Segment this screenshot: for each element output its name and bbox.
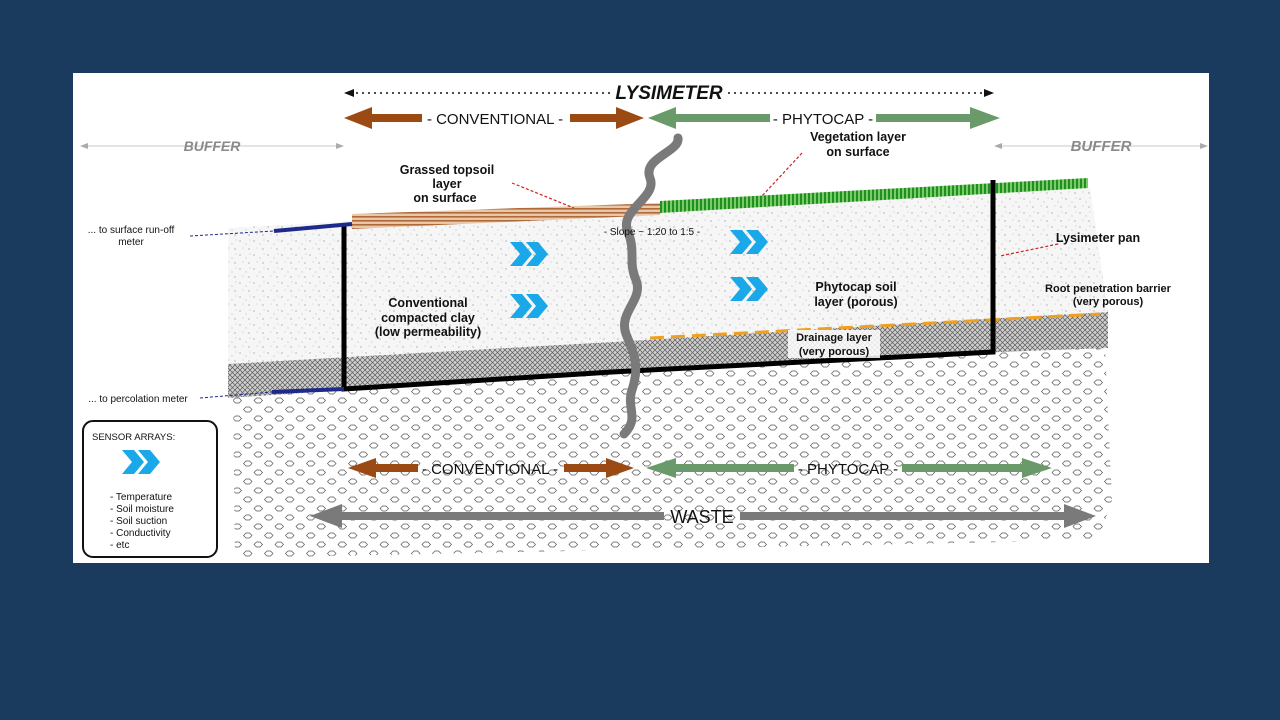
phyto-bottom-left-shaft — [672, 464, 794, 472]
lysimeter-pan — [341, 180, 996, 392]
conv-top-left-head — [344, 107, 372, 129]
conv-bottom-right-head — [606, 458, 634, 478]
conv-top-left-shaft — [368, 114, 422, 122]
phyto-top-left-head — [648, 107, 676, 129]
conventional-bottom-label: - CONVENTIONAL - — [422, 461, 558, 478]
buffer-right-arrowhead-a — [994, 143, 1002, 149]
sensor-legend-item: - Temperature — [110, 492, 173, 503]
sensor-legend-item: - etc — [110, 540, 129, 551]
drainage-label-2: (very porous) — [799, 346, 870, 358]
lysimeter-pan-label: Lysimeter pan — [1056, 231, 1140, 245]
conv-bottom-left-head — [348, 458, 376, 478]
phyto-bottom-right-head — [1022, 458, 1052, 478]
drainage-label-1: Drainage layer — [796, 332, 873, 344]
sensor-legend-item: - Soil moisture — [110, 504, 174, 515]
waste-left-head — [310, 504, 342, 528]
conventional-clay-label-3: (low permeability) — [375, 325, 481, 339]
conv-bottom-right-shaft — [564, 464, 610, 472]
grassed-label-1: Grassed topsoil — [400, 163, 494, 177]
phyto-bottom-right-shaft — [902, 464, 1024, 472]
percolation-pipe — [271, 387, 345, 394]
soil-layer — [228, 188, 1108, 364]
lysimeter-arrowhead-left — [344, 89, 354, 97]
vegetation-label-1: Vegetation layer — [810, 130, 906, 144]
sensor-legend-title: SENSOR ARRAYS: — [92, 432, 175, 443]
wavy-divider — [619, 133, 683, 439]
waste-left-shaft — [338, 512, 664, 520]
conventional-clay-label-2: compacted clay — [381, 311, 475, 325]
conventional-top-label: - CONVENTIONAL - — [427, 111, 563, 128]
topsoil-leader — [511, 182, 575, 209]
phyto-top-right-head — [970, 107, 1000, 129]
phytocap-soil-label-1: Phytocap soil — [815, 280, 896, 294]
waste-right-head — [1064, 504, 1096, 528]
phytocap-top-label: - PHYTOCAP - — [773, 111, 873, 128]
buffer-left-arrowhead-a — [80, 143, 88, 149]
buffer-right-arrowhead-b — [1200, 143, 1208, 149]
phytocap-soil-label-2: layer (porous) — [814, 295, 897, 309]
buffer-left-label: BUFFER — [184, 138, 242, 154]
phyto-bottom-left-head — [646, 458, 676, 478]
percolation-leader — [199, 391, 273, 399]
sensor-legend-item: - Conductivity — [110, 528, 171, 539]
sensor-legend-item: - Soil suction — [110, 516, 167, 527]
vegetation-strip — [660, 178, 1088, 213]
runoff-leader — [189, 230, 275, 237]
root-barrier-label-1: Root penetration barrier — [1045, 283, 1172, 295]
conv-top-right-shaft — [570, 114, 620, 122]
phyto-top-left-shaft — [672, 114, 770, 122]
buffer-left-arrowhead-b — [336, 143, 344, 149]
phyto-top-right-shaft — [876, 114, 974, 122]
vegetation-label-2: on surface — [826, 145, 889, 159]
grassed-label-3: on surface — [413, 191, 476, 205]
lysimeter-arrowhead-right — [984, 89, 994, 97]
slope-label: - Slope ~ 1:20 to 1:5 - — [604, 227, 700, 238]
phytocap-bottom-label: - PHYTOCAP - — [798, 461, 898, 478]
runoff-pipe — [273, 222, 353, 233]
conv-top-right-head — [616, 107, 644, 129]
root-barrier-line — [649, 312, 1101, 340]
conv-bottom-left-shaft — [372, 464, 418, 472]
conventional-clay-label-1: Conventional — [388, 296, 467, 310]
topsoil-strip — [352, 203, 660, 229]
root-barrier-label-2: (very porous) — [1073, 296, 1144, 308]
runoff-label-2: meter — [118, 237, 144, 248]
lysimeter-label: LYSIMETER — [615, 83, 723, 104]
waste-label: WASTE — [670, 507, 733, 527]
buffer-right-label: BUFFER — [1071, 138, 1132, 155]
grassed-label-2: layer — [432, 177, 461, 191]
waste-layer — [233, 348, 1112, 558]
sensor-legend-box — [82, 420, 218, 558]
runoff-label-1: ... to surface run-off — [88, 225, 175, 236]
drainage-layer — [228, 312, 1108, 398]
waste-right-shaft — [740, 512, 1068, 520]
drainage-label-bg — [788, 330, 880, 358]
percolation-label: ... to percolation meter — [88, 394, 188, 405]
